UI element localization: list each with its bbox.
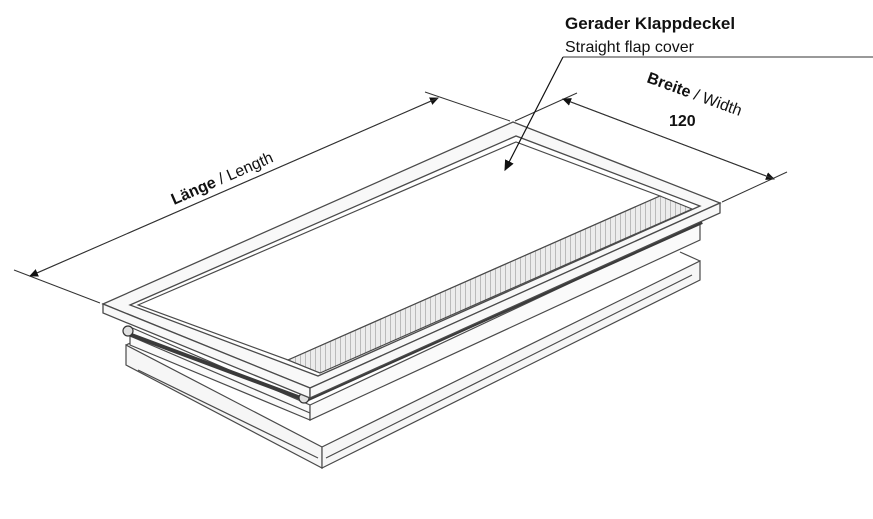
- width-label-en: Width: [700, 90, 744, 120]
- callout-title: Gerader Klappdeckel: [565, 14, 735, 33]
- width-dimension-line: [562, 98, 775, 180]
- frame-side-face: [309, 201, 721, 400]
- width-extension-line: [514, 92, 578, 122]
- base-box-inner-line: [137, 369, 319, 459]
- length-dimension-line: [29, 97, 439, 277]
- width-label-separator: /: [687, 85, 705, 106]
- body-line: [129, 335, 311, 414]
- callout-subtitle: Straight flap cover: [565, 39, 695, 56]
- length-extension-line: [13, 269, 101, 304]
- length-extension-line: [424, 91, 511, 122]
- length-label-en: Length: [224, 149, 276, 184]
- callout: Gerader Klappdeckel Straight flap cover: [504, 14, 873, 172]
- flap-lid: [136, 141, 694, 374]
- base-box: [125, 251, 701, 469]
- base-box-lip: [679, 251, 701, 262]
- callout-arrow: [504, 56, 564, 172]
- length-dimension: [13, 91, 511, 304]
- length-label-separator: /: [212, 169, 231, 190]
- width-label-de: Breite: [645, 70, 694, 102]
- base-box-inner-line: [325, 274, 693, 459]
- seal-strip-front: [125, 331, 307, 402]
- length-label-de: Länge: [169, 174, 219, 208]
- grille-edge: [287, 359, 321, 374]
- screw-icon: [122, 325, 134, 337]
- length-label: Länge / Length: [169, 149, 276, 208]
- width-dimension: [514, 92, 788, 203]
- width-extension-line: [721, 171, 788, 203]
- width-value: 120: [669, 113, 696, 130]
